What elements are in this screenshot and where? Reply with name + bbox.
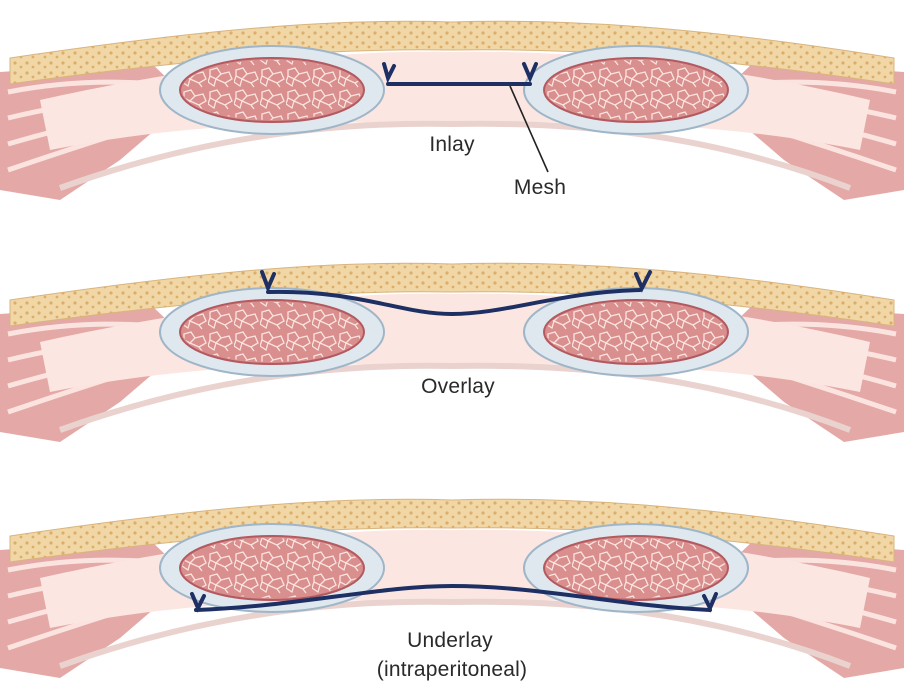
underlay-sublabel: (intraperitoneal) [377,658,527,682]
rectus-muscle-texture-right [546,302,726,362]
inlay-label: Inlay [429,133,474,157]
rectus-muscle-texture-left [182,60,362,120]
underlay-label: Underlay [407,629,493,653]
mesh-label: Mesh [514,176,566,200]
overlay-label: Overlay [421,375,495,399]
rectus-muscle-texture-left [182,302,362,362]
rectus-muscle-texture-right [546,538,726,598]
inlay-panel [0,21,904,200]
rectus-muscle-texture-right [546,60,726,120]
rectus-muscle-texture-left [182,538,362,598]
overlay-panel [0,263,904,442]
